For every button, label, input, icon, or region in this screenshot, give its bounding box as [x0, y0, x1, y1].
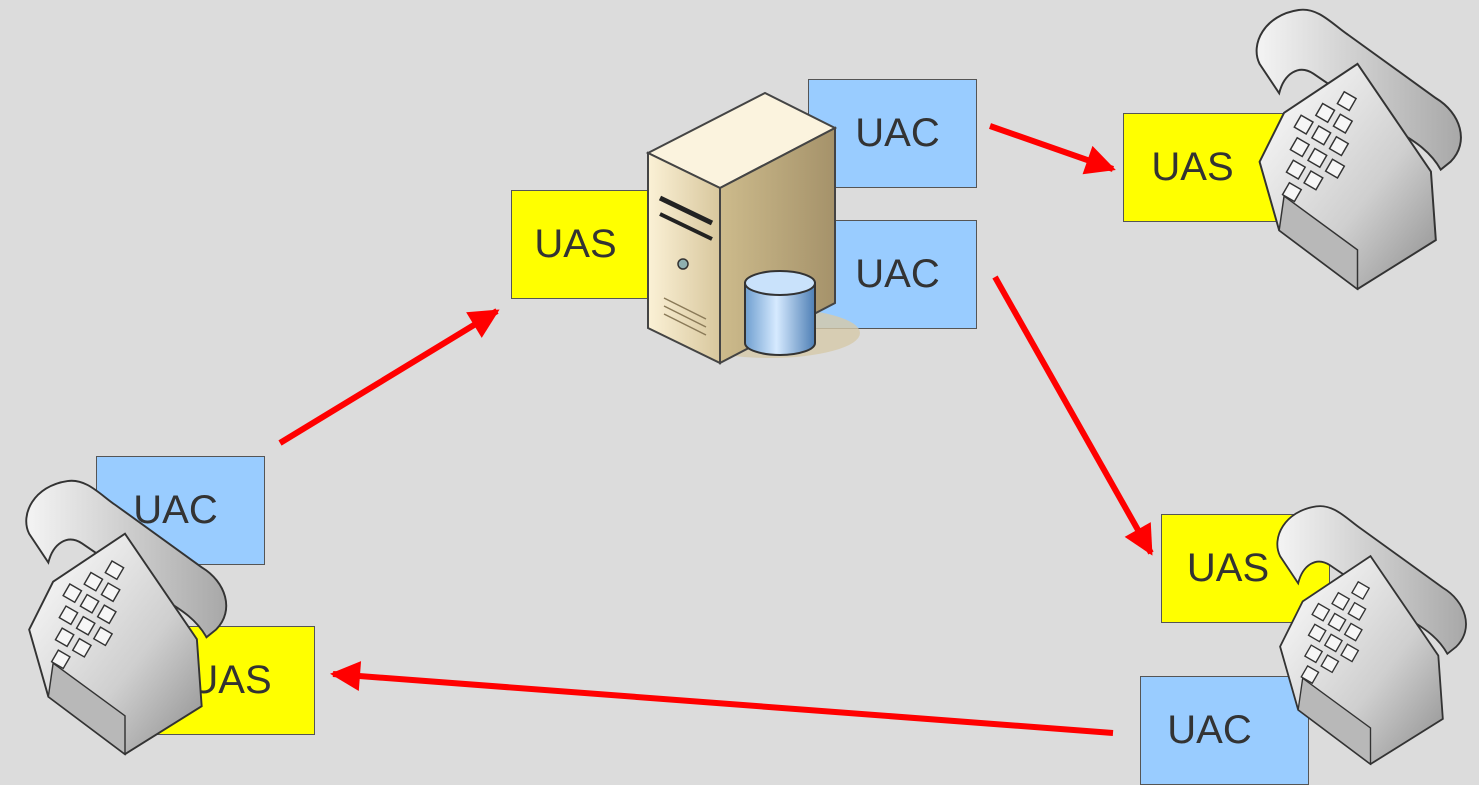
bottom-right-phone-uac-box: UAC: [1140, 676, 1309, 785]
bottom-right-phone-uac-label: UAC: [1167, 708, 1252, 752]
proxy-server-icon: [645, 91, 860, 365]
arrow-proxy-to-bottom-right-phone: [992, 275, 1154, 556]
left-phone-uac-label: UAC: [133, 488, 218, 532]
proxy-uac-box-top: UAC: [808, 79, 977, 188]
top-right-phone-uas-box: UAS: [1123, 113, 1292, 222]
left-phone-uas-box: UAS: [146, 626, 315, 735]
top-right-phone-uas-label: UAS: [1151, 145, 1234, 189]
arrow-bottom-right-phone-to-left-phone: [330, 661, 1114, 736]
proxy-uac-label-bottom: UAC: [855, 252, 940, 296]
arrow-left-phone-to-proxy: [278, 308, 500, 446]
arrow-proxy-to-top-right-phone: [989, 123, 1116, 175]
proxy-uac-label-top: UAC: [855, 111, 940, 155]
proxy-uac-box-bottom: UAC: [808, 220, 977, 329]
bottom-right-phone-uas-label: UAS: [1186, 546, 1270, 590]
left-phone-uas-label: UAS: [189, 658, 272, 702]
proxy-uas-label: UAS: [534, 222, 617, 266]
